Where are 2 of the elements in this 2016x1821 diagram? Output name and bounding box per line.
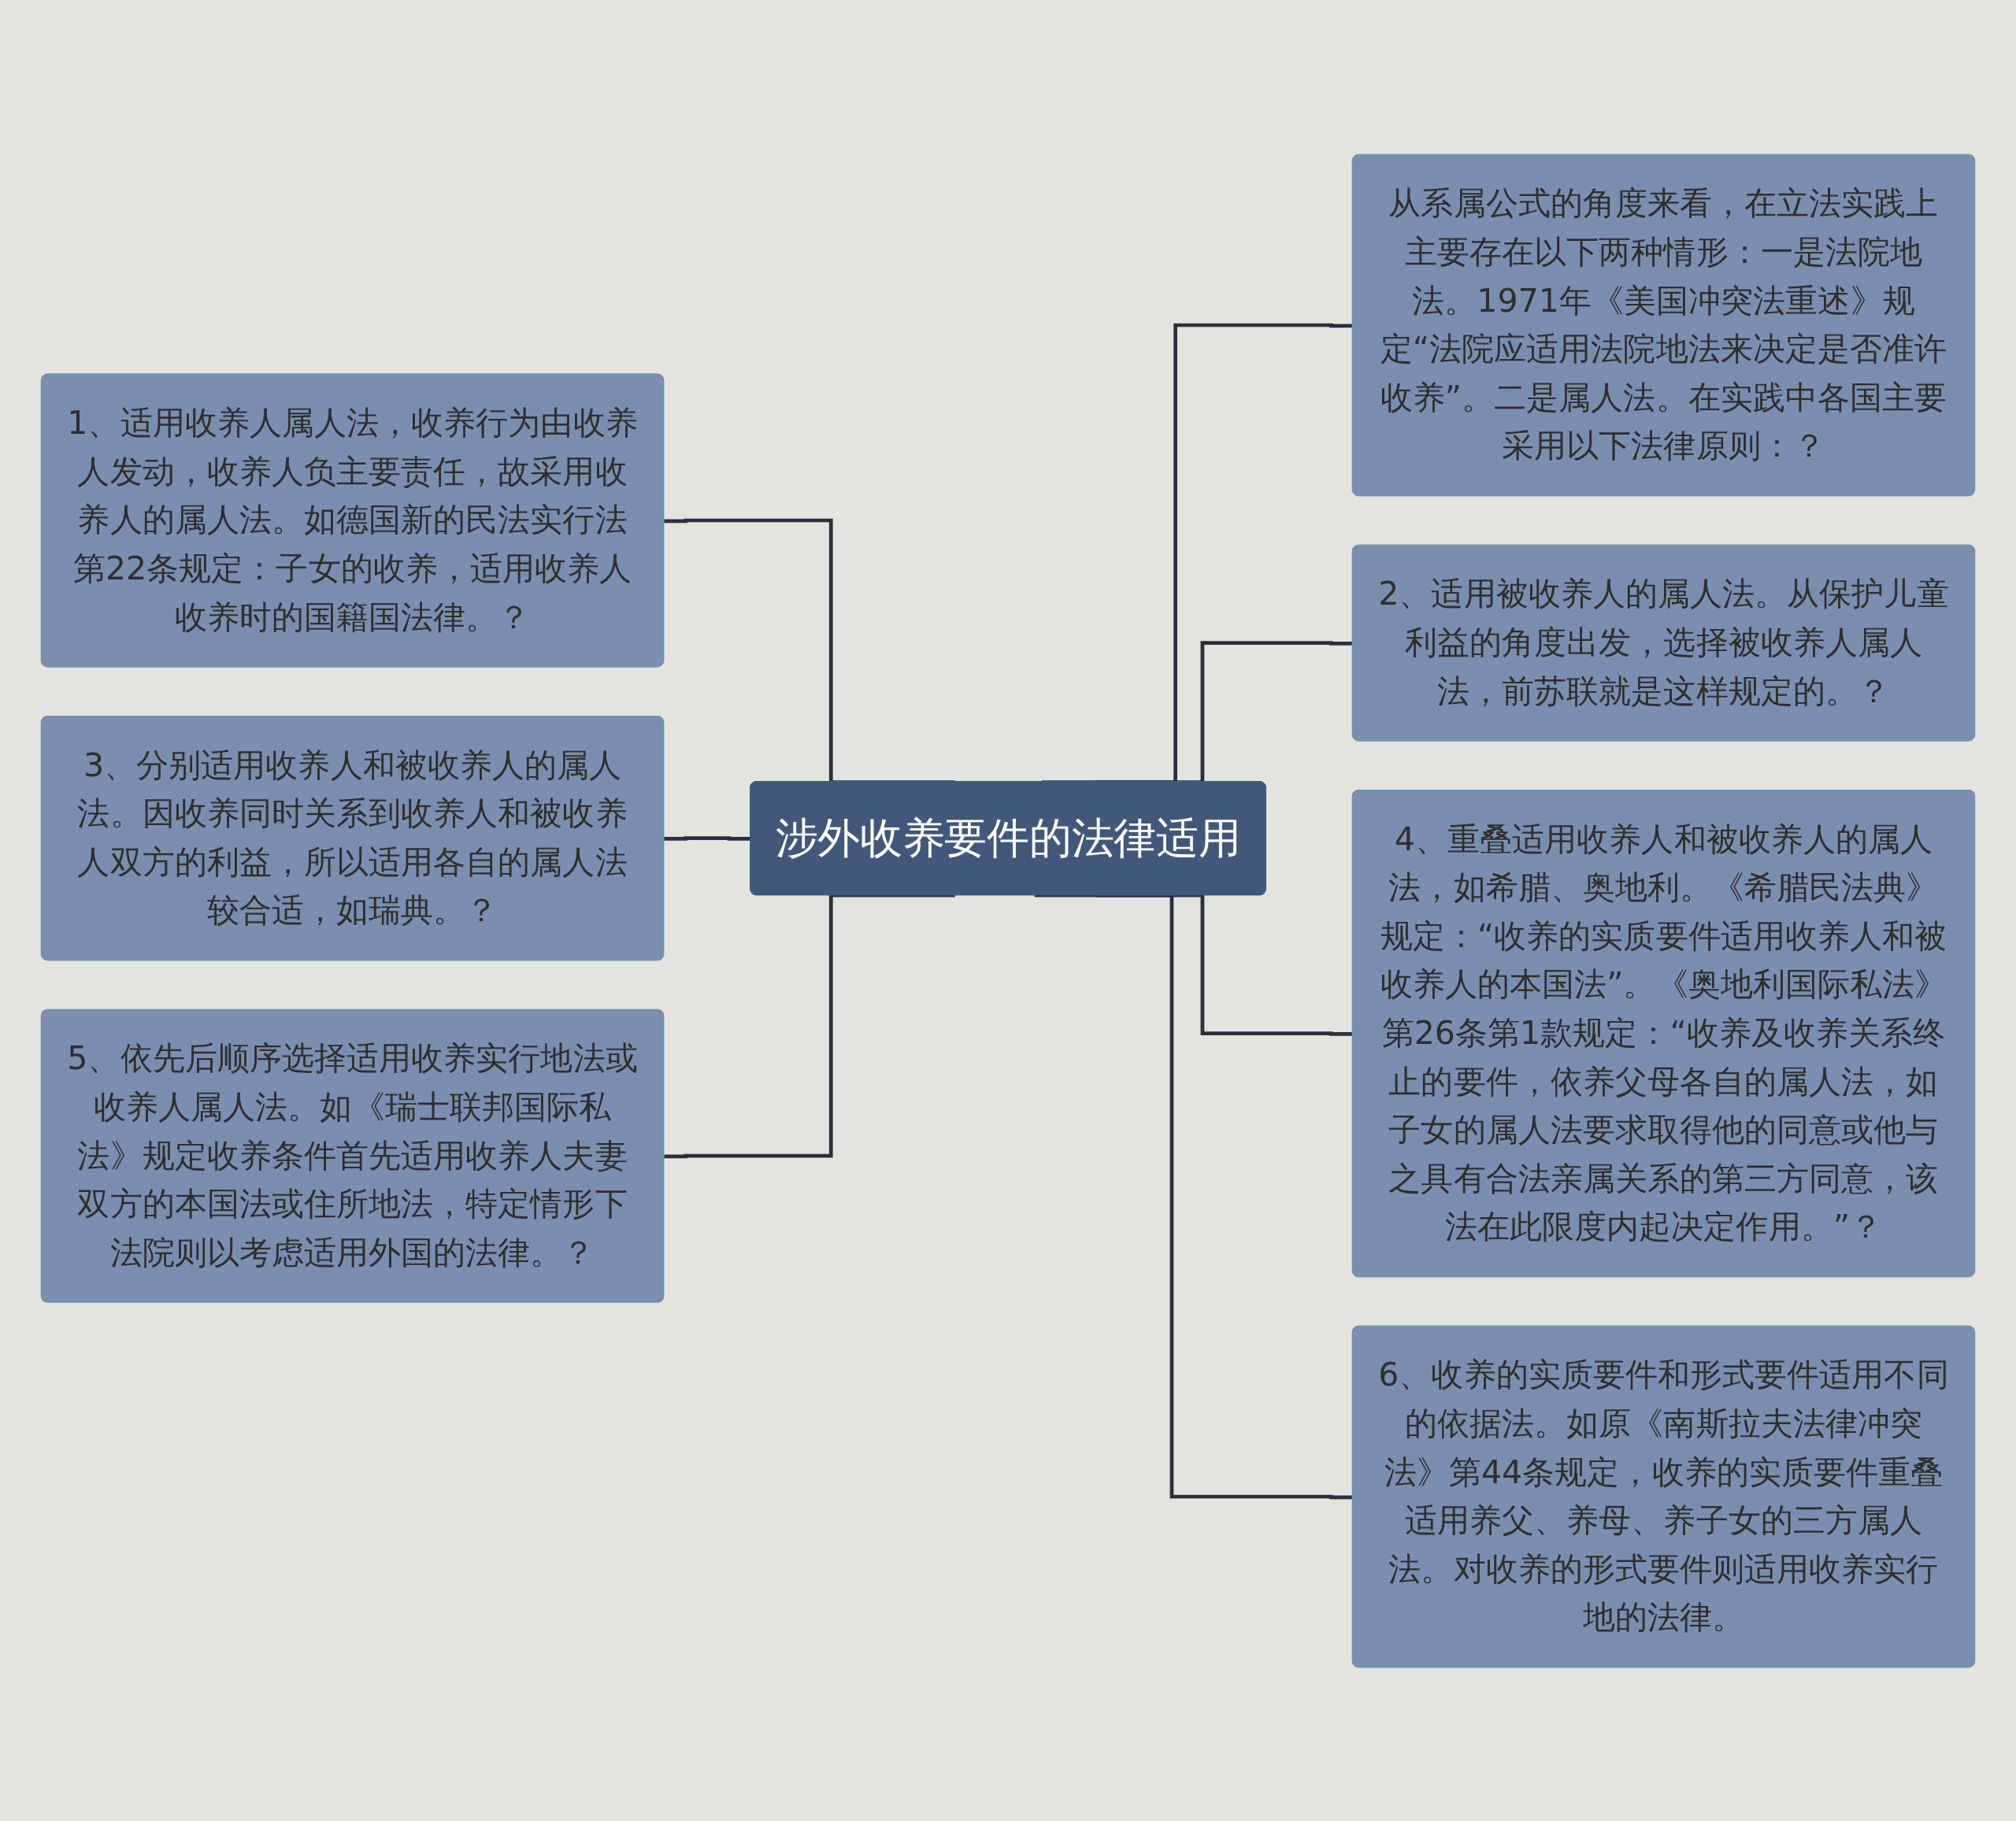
connector xyxy=(664,893,955,1158)
connector xyxy=(664,835,751,841)
